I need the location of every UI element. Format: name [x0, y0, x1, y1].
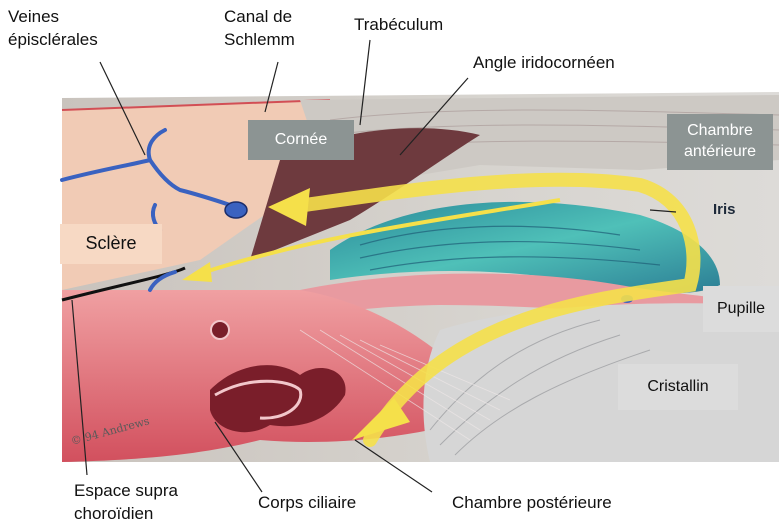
label-lens: Cristallin: [618, 364, 738, 410]
label-pupil: Pupille: [703, 286, 779, 332]
label-posterior-chamber: Chambre postérieure: [452, 492, 612, 515]
label-iridocorneal-angle: Angle iridocornéen: [473, 52, 615, 75]
label-schlemm-canal: Canal de Schlemm: [224, 6, 295, 52]
label-ciliary-body: Corps ciliaire: [258, 492, 356, 515]
label-trabeculum: Trabéculum: [354, 14, 443, 37]
schlemm-canal: [225, 202, 247, 218]
label-episcleral-veins: Veines épisclérales: [8, 6, 98, 52]
label-anterior-chamber: Chambre antérieure: [667, 114, 773, 170]
label-cornea: Cornée: [248, 120, 354, 160]
label-iris: Iris: [713, 201, 736, 218]
label-sclera: Sclère: [60, 224, 162, 264]
label-suprachoroidal-space: Espace supra choroïdien: [74, 480, 178, 526]
